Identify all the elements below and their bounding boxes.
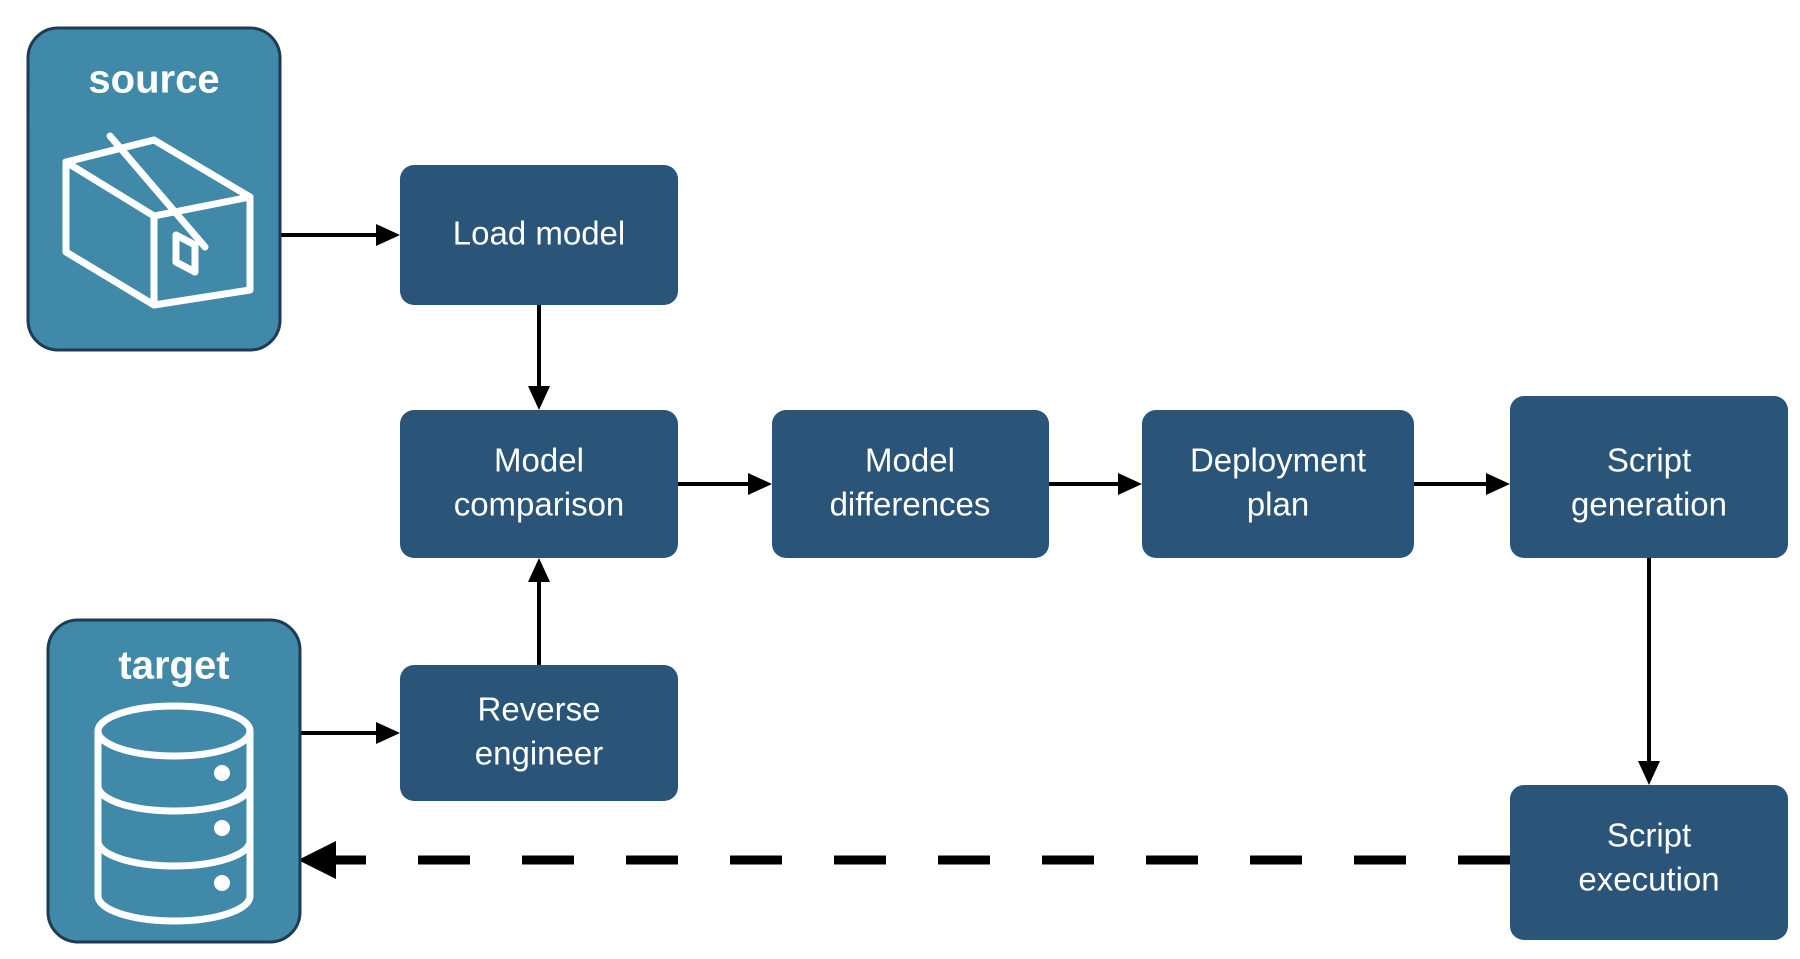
package-box-icon [62,132,254,309]
reverse-engineer-label-line2: engineer [475,735,603,772]
deployment-plan-label-line2: plan [1247,486,1309,523]
endpoint-card-source[interactable]: source [26,26,282,352]
deployment-plan-label-line1: Deployment [1190,442,1366,479]
script-generation-label-line1: Script [1607,442,1691,479]
model-comparison-label-line2: comparison [454,486,625,523]
model-comparison-label-line1: Model [494,442,584,479]
model-comparison-background [400,410,678,558]
connector-load-model-to-model-comparison [528,305,550,410]
connector-target-to-reverse-engineer [300,722,400,744]
script-execution-background [1510,785,1788,940]
connector-script-generation-to-script-execution [1638,558,1660,785]
load-model-background [400,165,678,305]
reverse-engineer-background [400,665,678,801]
load-model-label-line1: Load model [453,215,625,252]
connector-model-differences-to-deployment-plan [1049,473,1142,495]
target-card-background [46,618,302,944]
process-box-model-differences[interactable]: Model differences [772,410,1049,558]
endpoint-card-target[interactable]: target [46,618,302,944]
model-differences-label-line1: Model [865,442,955,479]
model-differences-label-line2: differences [830,486,991,523]
process-box-deployment-plan[interactable]: Deployment plan [1142,410,1414,558]
process-box-script-execution[interactable]: Script execution [1510,785,1788,940]
script-execution-label-line2: execution [1578,861,1719,898]
process-box-model-comparison[interactable]: Model comparison [400,410,678,558]
process-box-reverse-engineer[interactable]: Reverse engineer [400,665,678,801]
script-generation-background [1510,396,1788,558]
source-label: source [88,58,219,102]
deployment-plan-background [1142,410,1414,558]
script-execution-label-line1: Script [1607,817,1691,854]
database-cylinder-icon [94,702,254,925]
reverse-engineer-label-line1: Reverse [478,691,601,728]
connector-source-to-load-model [280,224,400,246]
process-box-script-generation[interactable]: Script generation [1510,396,1788,558]
connector-deployment-plan-to-script-generation [1414,473,1510,495]
connector-reverse-engineer-to-model-comparison [528,558,550,665]
process-box-load-model[interactable]: Load model [400,165,678,305]
script-generation-label-line2: generation [1571,486,1727,523]
connector-model-comparison-to-model-differences [678,473,772,495]
target-label: target [118,644,229,688]
model-differences-background [772,410,1049,558]
connector-script-execution-to-target [298,841,1510,879]
